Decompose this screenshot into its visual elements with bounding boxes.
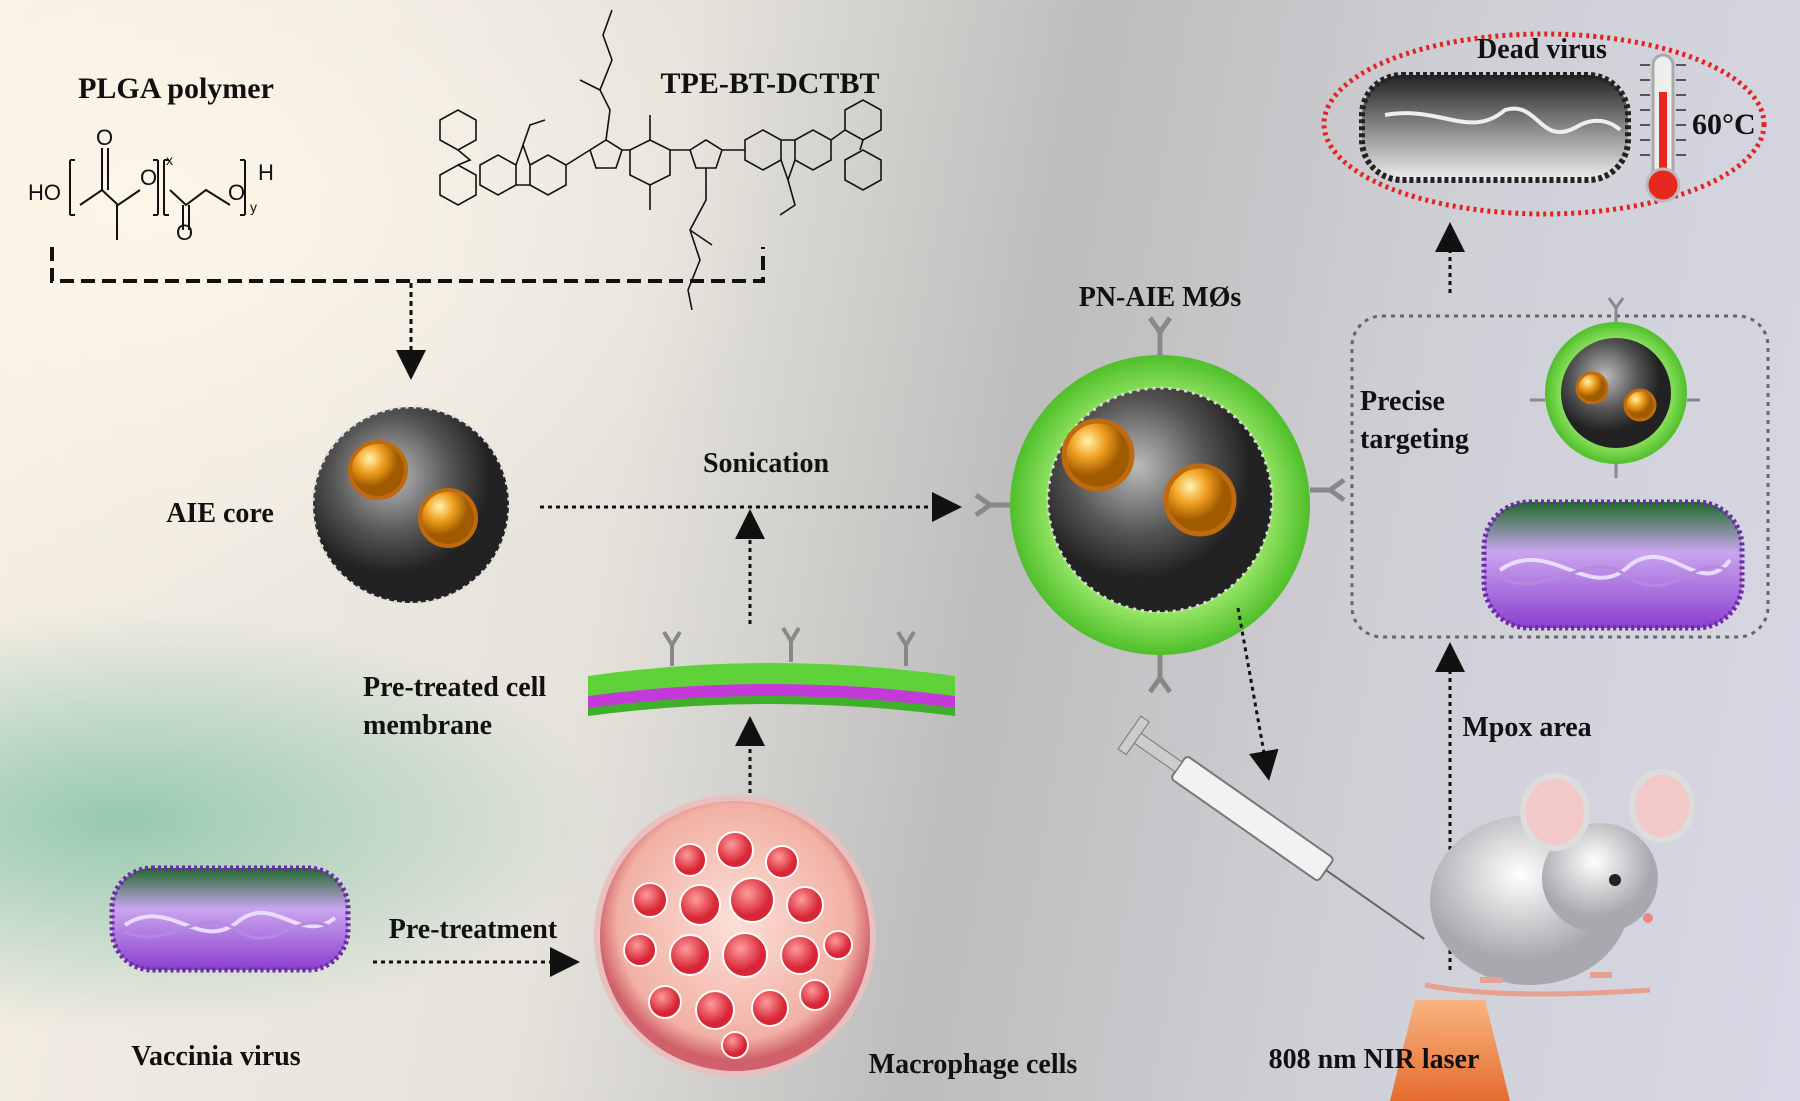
plga-o4: O	[228, 180, 245, 205]
nir-laser-label: 808 nm NIR laser	[1269, 1044, 1480, 1075]
vaccinia-virus	[109, 865, 351, 973]
membrane-label-line2: membrane	[363, 710, 492, 741]
plga-h: H	[258, 160, 274, 185]
arrow-to-syringe	[1236, 607, 1279, 781]
plga-o3: O	[176, 220, 193, 245]
aie-core-label: AIE core	[166, 498, 274, 529]
syringe	[1117, 715, 1425, 940]
macrophage-cells-label: Macrophage cells	[869, 1049, 1078, 1080]
precise-targeting-line1: Precise	[1360, 386, 1445, 417]
thermometer-icon	[1640, 53, 1686, 203]
vaccinia-virus-label: Vaccinia virus	[131, 1041, 300, 1072]
plga-o1: O	[96, 125, 113, 150]
aie-core-nanoparticle	[311, 405, 511, 605]
temperature-label: 60°C	[1692, 108, 1756, 141]
plga-ho: HO	[28, 180, 61, 205]
pretreated-cell-membrane	[588, 626, 955, 716]
plga-structure	[69, 148, 246, 240]
tpe-bt-dctbt-label: TPE-BT-DCTBT	[661, 67, 880, 100]
tpe-bt-dctbt-structure	[439, 9, 882, 311]
membrane-label-line1: Pre-treated cell	[363, 672, 546, 703]
mouse-illustration	[1424, 769, 1695, 997]
pn-aie-mos-label: PN-AIE MØs	[1079, 282, 1242, 313]
dead-virus-label: Dead virus	[1477, 34, 1607, 65]
plga-y: y	[250, 199, 257, 215]
plga-x: x	[166, 152, 173, 168]
merge-bracket	[50, 247, 765, 283]
target-virus	[1481, 499, 1745, 631]
nir-laser-beam	[1390, 1000, 1510, 1101]
plga-o2: O	[140, 165, 157, 190]
targeting-box	[1350, 314, 1770, 639]
sonication-label: Sonication	[703, 448, 829, 479]
mpox-area-label: Mpox area	[1462, 712, 1591, 743]
pn-aie-mos-nanoparticle	[974, 316, 1346, 694]
precise-targeting-line2: targeting	[1360, 424, 1469, 455]
macrophage-cells-dish	[594, 795, 876, 1077]
plga-polymer-label: PLGA polymer	[78, 72, 274, 105]
dead-virus-dotted-ellipse	[1321, 31, 1767, 217]
pretreatment-label: Pre-treatment	[389, 914, 558, 945]
targeting-nanoparticle	[1530, 297, 1700, 478]
dead-virus	[1359, 72, 1631, 183]
